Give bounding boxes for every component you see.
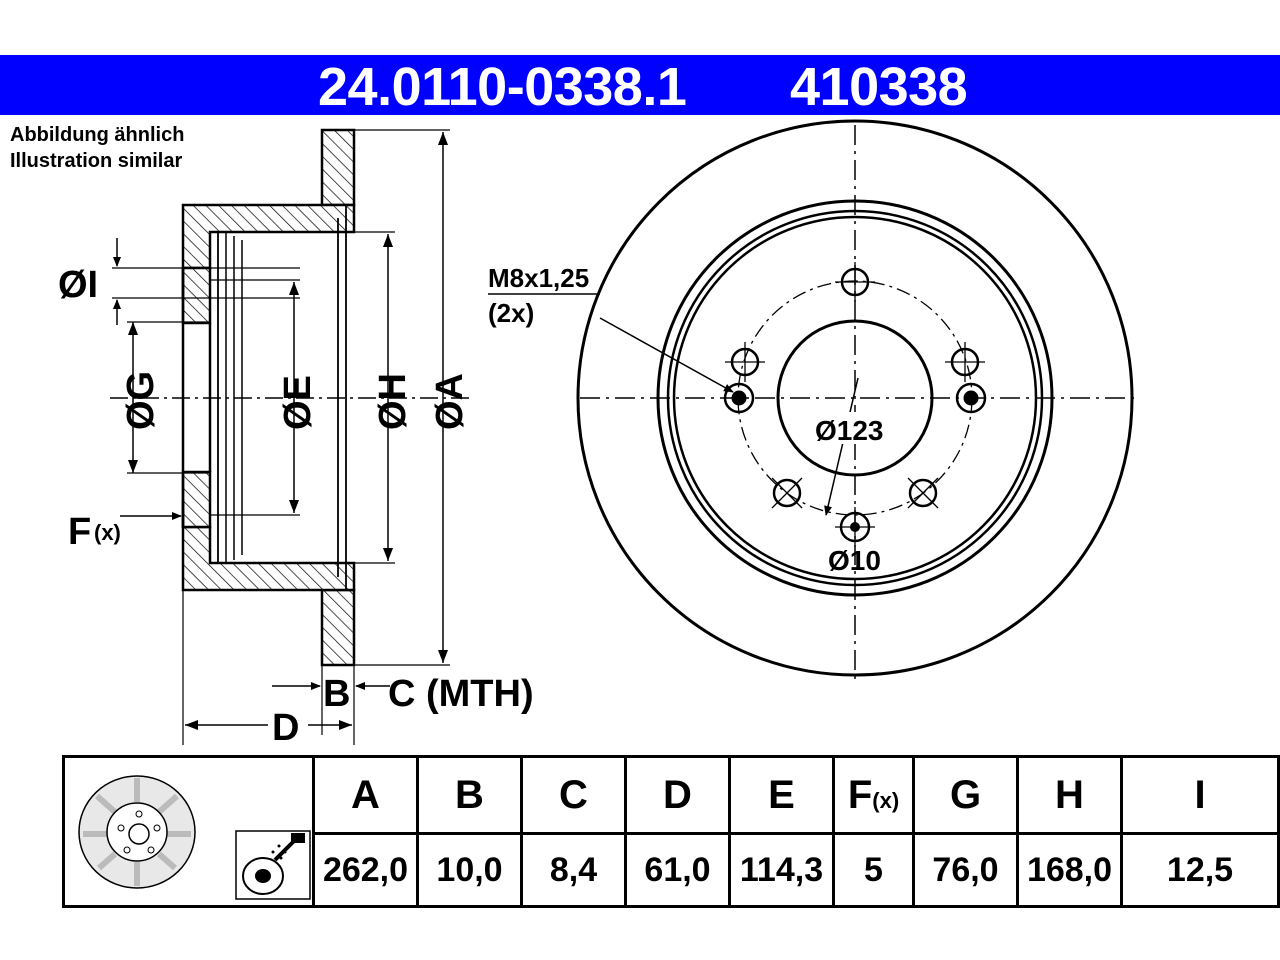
illustration-note: Abbildung ähnlich Illustration similar — [10, 122, 184, 174]
header-a: A — [312, 755, 419, 835]
label-b: B — [323, 673, 350, 715]
hat-bottom-wall — [181, 525, 356, 592]
value-g: 76,0 — [912, 832, 1019, 908]
note-german: Abbildung ähnlich — [10, 124, 185, 146]
label-hole: Ø10 — [828, 545, 881, 576]
value-f: 5 — [832, 832, 915, 908]
hub-face-upper — [181, 266, 212, 325]
value-a: 262,0 — [312, 832, 419, 908]
specification-table: A B C D E F(x) G H I 262,0 10,0 8,4 61,0… — [62, 755, 1280, 908]
header-g: G — [912, 755, 1019, 835]
header-b: B — [416, 755, 523, 835]
label-f-sub: (x) — [94, 520, 121, 545]
icon-cell — [62, 755, 315, 908]
dimension-a: ØA — [354, 129, 471, 666]
header-c: C — [520, 755, 627, 835]
value-h: 168,0 — [1016, 832, 1123, 908]
header-d: D — [624, 755, 731, 835]
dimension-f: F (x) — [68, 511, 182, 553]
value-b: 10,0 — [416, 832, 523, 908]
hub-face-lower — [181, 470, 212, 529]
friction-ring-top — [320, 128, 356, 207]
front-view: M8x1,25 (2x) Ø123 Ø10 — [488, 119, 1135, 680]
value-c: 8,4 — [520, 832, 627, 908]
label-pcd: Ø123 — [815, 415, 884, 446]
header-i: I — [1120, 755, 1280, 835]
label-h: ØH — [372, 373, 414, 430]
header-f-sub: (x) — [872, 787, 900, 813]
label-a: ØA — [429, 373, 471, 430]
dimension-d: D — [182, 590, 352, 749]
header-f-letter: F — [847, 772, 873, 817]
brake-disc-icon — [78, 775, 196, 889]
label-e: ØE — [277, 375, 319, 430]
threaded-holes — [723, 382, 987, 414]
bolt-spray-icon — [235, 830, 311, 900]
outer-disc-edge — [576, 119, 1134, 677]
article-number: 410338 — [790, 57, 968, 117]
dimension-i: ØI — [58, 238, 300, 325]
technical-drawing: ØI ØG ØE ØH ØA F (x) — [58, 119, 1135, 749]
header-f: F(x) — [832, 755, 915, 835]
label-thread-count: (2x) — [488, 298, 534, 328]
label-g: ØG — [120, 371, 162, 430]
label-thread: M8x1,25 — [488, 263, 589, 293]
label-f: F — [68, 511, 91, 553]
label-i: ØI — [58, 264, 98, 306]
cross-section — [181, 128, 356, 667]
note-english: Illustration similar — [10, 150, 183, 172]
part-number: 24.0110-0338.1 — [318, 57, 687, 117]
value-e: 114,3 — [728, 832, 835, 908]
hat-step — [672, 215, 1038, 581]
value-d: 61,0 — [624, 832, 731, 908]
label-c: C (MTH) — [388, 673, 534, 715]
hat-edge-outer — [656, 199, 1054, 597]
value-i: 12,5 — [1120, 832, 1280, 908]
dimension-e: ØE — [210, 279, 319, 516]
dimension-h: ØH — [354, 231, 414, 564]
hat-edge-inner — [666, 209, 1044, 587]
header-e: E — [728, 755, 835, 835]
header-h: H — [1016, 755, 1123, 835]
friction-ring-bottom — [320, 588, 356, 667]
dimension-g: ØG — [120, 321, 210, 474]
center-bore — [776, 319, 934, 477]
hat-top-wall — [181, 203, 356, 270]
label-d: D — [272, 707, 299, 749]
dimension-b-c: B C (MTH) — [272, 665, 534, 745]
title-bar: 24.0110-0338.1 410338 — [0, 55, 1280, 117]
